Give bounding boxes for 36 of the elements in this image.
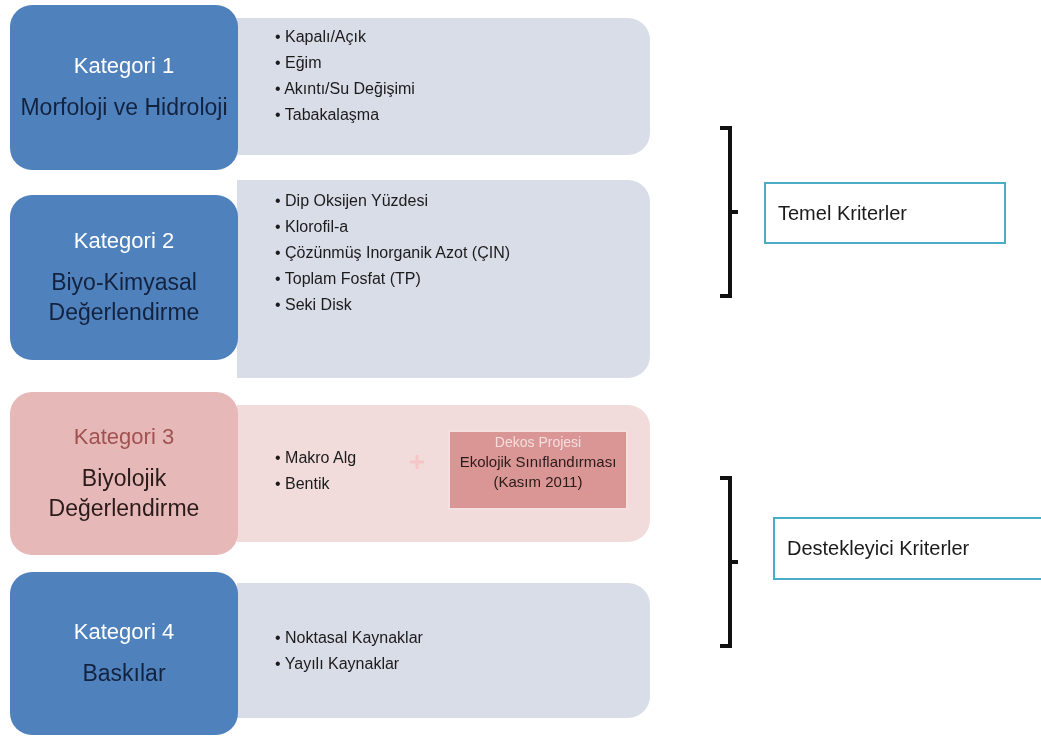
bullet-item: • Akıntı/Su Değişimi xyxy=(275,79,415,99)
project-box xyxy=(448,430,628,510)
criteria-text: Destekleyici Kriterler xyxy=(787,537,970,560)
criteria-text: Temel Kriterler xyxy=(778,201,907,225)
category-title: Kategori 1 xyxy=(73,52,175,79)
bullet-item: • Noktasal Kaynaklar xyxy=(275,628,423,648)
bullet-item: • Tabakalaşma xyxy=(275,105,381,125)
criteria-label-box xyxy=(773,517,1041,580)
bullet-item: • Klorofil-a xyxy=(275,217,350,237)
bullet-item: • Dip Oksijen Yüzdesi xyxy=(275,191,429,211)
category-box xyxy=(10,5,238,170)
bullet-item: • Eğim xyxy=(275,53,323,73)
project-title: Dekos Projesi xyxy=(493,434,583,450)
bullet-item: • Bentik xyxy=(275,474,331,494)
bullet-item: • Seki Disk xyxy=(275,295,353,315)
category-box xyxy=(10,195,238,360)
category-title: Kategori 3 xyxy=(73,423,175,450)
bullet-item: • Kapalı/Açık xyxy=(275,27,367,47)
category-box xyxy=(10,392,238,555)
bullet-item: • Çözünmüş Inorganik Azot (ÇIN) xyxy=(275,243,511,263)
criteria-panel xyxy=(237,405,650,542)
category-name: Biyo-Kimyasal Değerlendirme xyxy=(47,267,201,327)
criteria-panel xyxy=(237,180,650,378)
bullet-item: • Toplam Fosfat (TP) xyxy=(275,269,422,289)
category-name: Biyolojik Değerlendirme xyxy=(47,463,201,523)
criteria-label-box xyxy=(764,182,1006,244)
category-title: Kategori 2 xyxy=(73,227,175,254)
bullet-item: • Makro Alg xyxy=(275,448,357,468)
criteria-panel xyxy=(237,583,650,718)
project-description: Ekolojik Sınıflandırması (Kasım 2011) xyxy=(458,452,618,492)
bullet-item: • Yayılı Kaynaklar xyxy=(275,654,401,674)
criteria-panel xyxy=(237,18,650,155)
category-name: Morfoloji ve Hidroloji xyxy=(20,92,228,122)
category-title: Kategori 4 xyxy=(73,618,175,645)
category-box xyxy=(10,572,238,735)
category-name: Baskılar xyxy=(82,658,166,688)
